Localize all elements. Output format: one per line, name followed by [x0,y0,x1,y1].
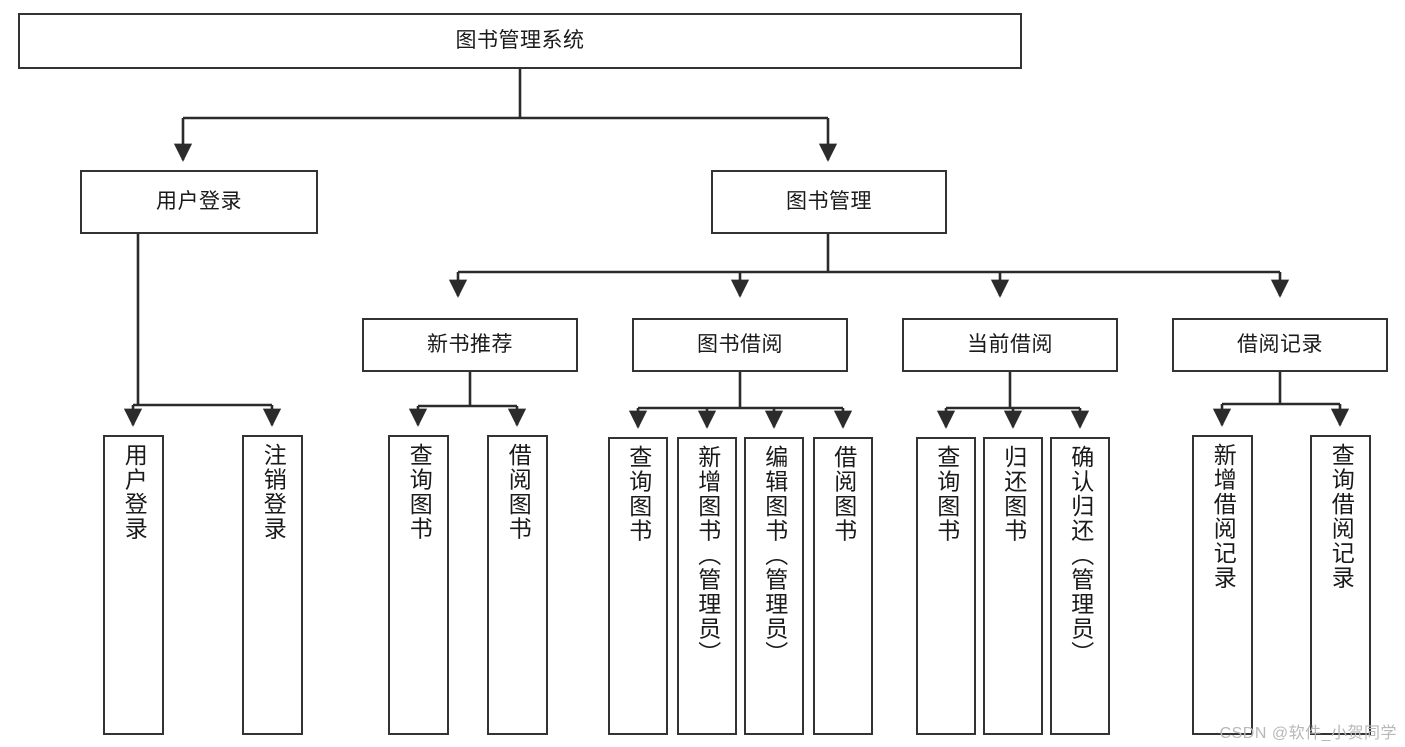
node-label: 借阅图书 [505,443,532,541]
leaf-new-book-query[interactable]: 查询图书 [388,435,449,735]
leaf-record-query-record[interactable]: 查询借阅记录 [1310,435,1371,735]
node-label: 图书借阅 [697,332,783,356]
node-label: 确认归还（管理员） [1067,445,1094,666]
csdn-watermark: CSDN @软件_小贺同学 [1219,725,1397,742]
leaf-new-book-borrow[interactable]: 借阅图书 [487,435,548,735]
node-borrow-record[interactable]: 借阅记录 [1172,318,1388,372]
node-label: 图书管理系统 [455,28,585,52]
leaf-record-add-record[interactable]: 新增借阅记录 [1192,435,1253,735]
node-book-borrow[interactable]: 图书借阅 [632,318,848,372]
node-label: 借阅记录 [1237,332,1323,356]
node-label: 查询图书 [406,443,433,541]
leaf-borrow-borrow-book[interactable]: 借阅图书 [813,437,873,735]
node-label: 当前借阅 [967,332,1053,356]
node-label: 用户登录 [121,443,148,541]
leaf-current-return-book[interactable]: 归还图书 [983,437,1043,735]
leaf-current-query-book[interactable]: 查询图书 [916,437,976,735]
node-new-book-recommend[interactable]: 新书推荐 [362,318,578,372]
node-label: 新增借阅记录 [1210,443,1237,590]
node-current-borrow[interactable]: 当前借阅 [902,318,1118,372]
leaf-borrow-edit-book-admin[interactable]: 编辑图书（管理员） [744,437,804,735]
node-label: 注销登录 [260,443,287,541]
node-root-system[interactable]: 图书管理系统 [18,13,1022,69]
node-label: 查询图书 [933,445,960,543]
node-label: 借阅图书 [830,445,857,543]
leaf-user-login-logout[interactable]: 注销登录 [242,435,303,735]
node-label: 新书推荐 [427,332,513,356]
node-label: 查询图书 [625,445,652,543]
node-label: 归还图书 [1000,445,1027,543]
node-label: 查询借阅记录 [1328,443,1355,590]
node-label: 图书管理 [786,189,872,213]
node-label: 编辑图书（管理员） [761,445,788,666]
leaf-current-confirm-return-admin[interactable]: 确认归还（管理员） [1050,437,1110,735]
leaf-borrow-query-book[interactable]: 查询图书 [608,437,668,735]
leaf-user-login-login[interactable]: 用户登录 [103,435,164,735]
node-label: 用户登录 [156,189,242,213]
node-user-login[interactable]: 用户登录 [80,170,318,234]
node-book-management[interactable]: 图书管理 [711,170,947,234]
leaf-borrow-add-book-admin[interactable]: 新增图书（管理员） [677,437,737,735]
node-label: 新增图书（管理员） [694,445,721,666]
